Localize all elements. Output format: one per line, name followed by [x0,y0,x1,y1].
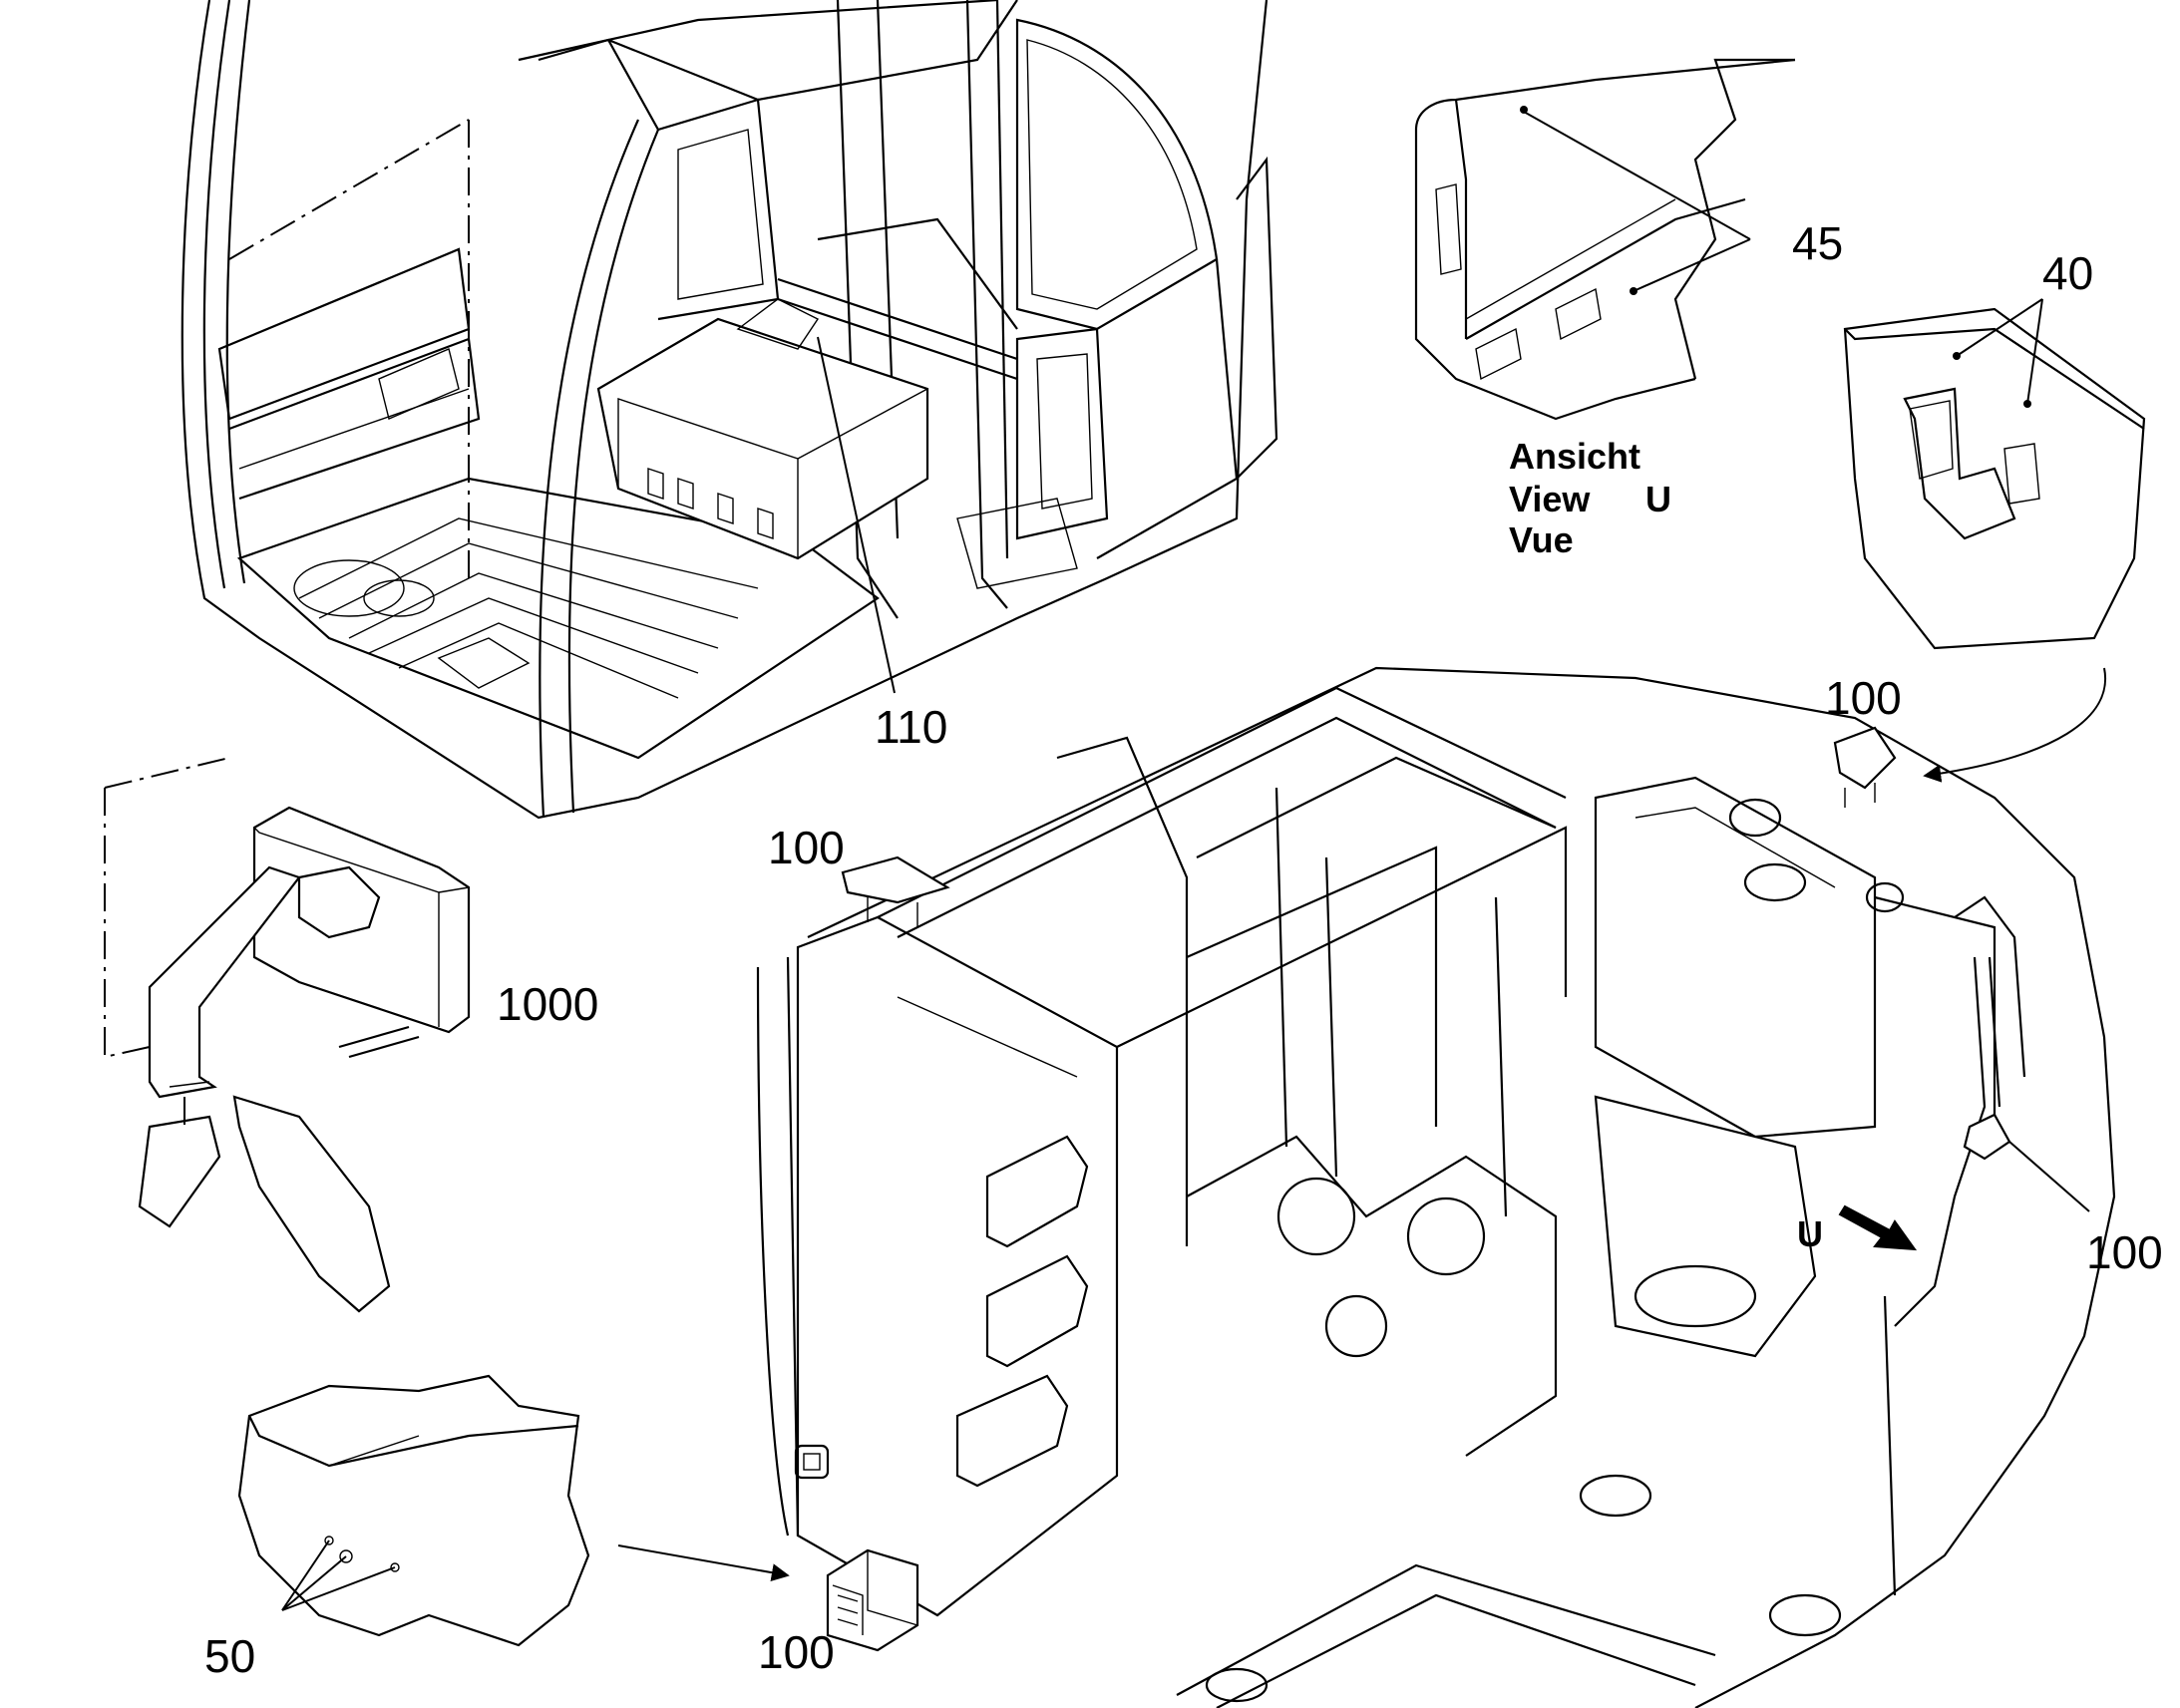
callout-40: 40 [2042,247,2093,299]
view-u-label: Ansicht View U Vue [1509,436,1671,560]
view-label-letter: U [1645,479,1671,519]
view-u-detail [1414,58,1796,421]
callout-50: 50 [204,1630,255,1682]
cab-assembly [181,0,1278,820]
upper-frame-assembly [756,666,2116,1708]
callout-45: 45 [1792,217,1843,269]
view-label-line2: View [1509,479,1591,519]
view-label-line3: Vue [1509,519,1574,560]
view-label-line1: Ansicht [1509,436,1640,477]
callout-100-top-right: 100 [1825,672,1902,724]
callout-1000: 1000 [497,978,598,1030]
mirror-assembly-1000 [104,757,471,1313]
callout-100-left: 100 [768,822,845,873]
callout-110: 110 [875,701,947,753]
callout-100-bottom: 100 [758,1626,835,1678]
callout-100-right: 100 [2086,1226,2163,1278]
detail-40 [1843,307,2146,650]
leader-lines [281,111,2107,1611]
arrow-u-label: U [1797,1213,1823,1254]
detail-50 [237,1374,590,1647]
